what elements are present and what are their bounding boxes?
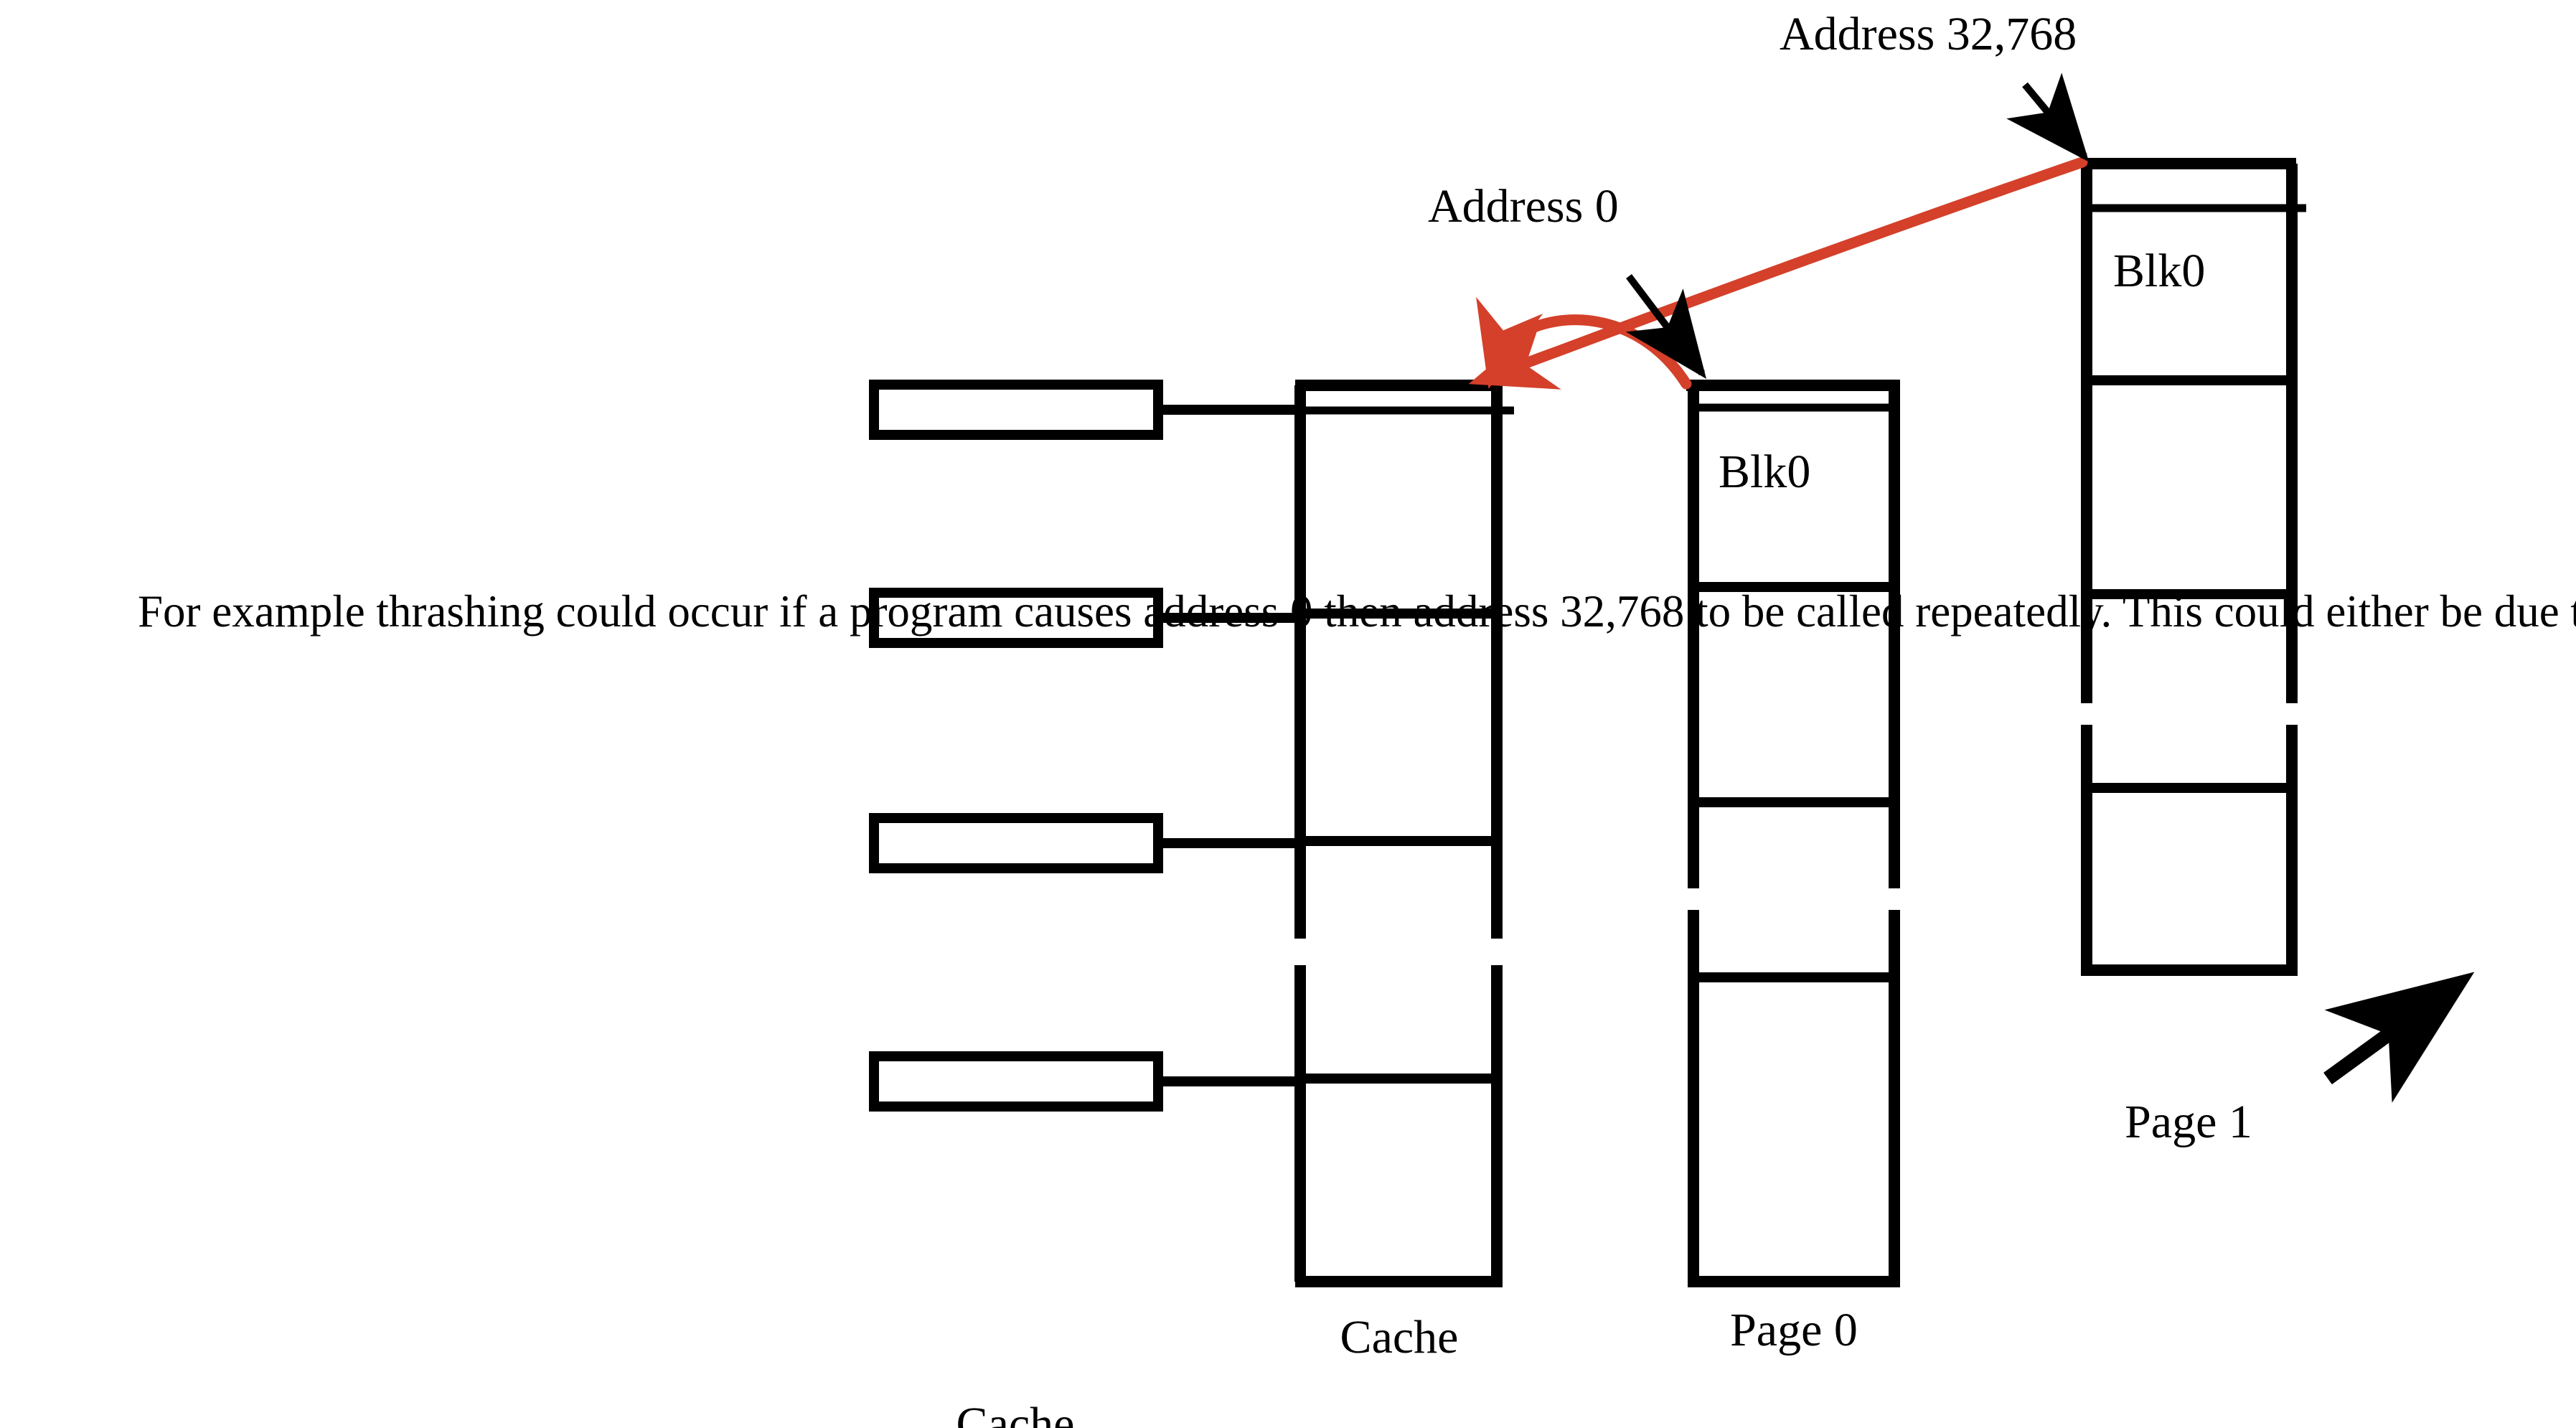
pointer-arrow-address-32768 bbox=[2006, 72, 2090, 162]
page1-column-group bbox=[2081, 158, 2306, 976]
cache-directory-entry-2[interactable] bbox=[869, 813, 1163, 873]
page0-caption: Page 0 bbox=[1730, 1304, 1858, 1356]
cache-directory-caption: Cache Directory bbox=[847, 1231, 1184, 1428]
page1-caption: Page 1 bbox=[2125, 1096, 2252, 1148]
cache-directory-group bbox=[869, 380, 1163, 1112]
pointer-arrow-more-pages bbox=[2323, 972, 2475, 1103]
explanatory-paragraph: For example thrashing could occur if a p… bbox=[138, 586, 2576, 637]
cache-column-group bbox=[1294, 380, 1514, 1287]
cache-caption: Cache bbox=[1340, 1311, 1459, 1363]
address-32768-label: Address 32,768 bbox=[1780, 8, 2077, 60]
cache-directory-entry-1[interactable] bbox=[869, 588, 1163, 648]
cache-directory-entry-0[interactable] bbox=[869, 380, 1163, 440]
address-0-label: Address 0 bbox=[1428, 180, 1619, 232]
cache-directory-caption-line1: Cache bbox=[956, 1398, 1075, 1428]
page0-block0-label: Blk0 bbox=[1719, 446, 1811, 498]
page1-block0-label: Blk0 bbox=[2113, 245, 2206, 297]
cache-directory-entry-3[interactable] bbox=[869, 1051, 1163, 1112]
page0-column-group bbox=[1686, 380, 1900, 1287]
directory-cache-connectors bbox=[1158, 405, 1300, 1086]
red-arrow-page0-to-cache bbox=[1476, 296, 1692, 390]
pointer-arrow-address-0 bbox=[1625, 273, 1707, 379]
